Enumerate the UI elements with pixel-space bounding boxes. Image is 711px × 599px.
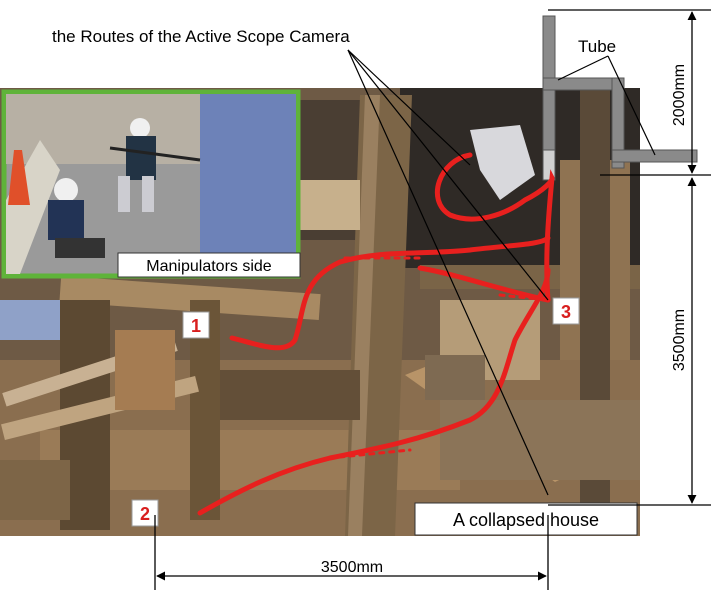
rubble-photo xyxy=(0,88,640,536)
tube-structure xyxy=(542,15,698,181)
dimension-width-bottom: 3500mm xyxy=(321,559,383,576)
route-3 xyxy=(434,152,555,303)
dimension-height-side: 3500mm xyxy=(671,309,688,371)
camera-routes xyxy=(197,152,555,516)
inset-label: Manipulators side xyxy=(146,258,272,275)
figure-caption: the Routes of the Active Scope Camera xyxy=(52,27,350,46)
route-2-hidden xyxy=(328,448,412,460)
marker-1: 1 xyxy=(191,316,201,336)
marker-3: 3 xyxy=(561,302,571,322)
house-label: A collapsed house xyxy=(453,510,599,530)
worker-helmet xyxy=(54,178,78,202)
markers: 1 2 3 xyxy=(131,297,580,527)
route-3b xyxy=(417,265,551,303)
route-2 xyxy=(197,267,551,516)
inset-photo xyxy=(1,89,301,279)
route-1 xyxy=(229,235,551,351)
caption-leaders xyxy=(347,49,656,496)
route-3-dash xyxy=(498,293,550,302)
tube-label: Tube xyxy=(578,37,616,56)
marker-2: 2 xyxy=(140,504,150,524)
dimension-lines xyxy=(154,9,711,590)
dimension-height-top: 2000mm xyxy=(671,64,688,126)
